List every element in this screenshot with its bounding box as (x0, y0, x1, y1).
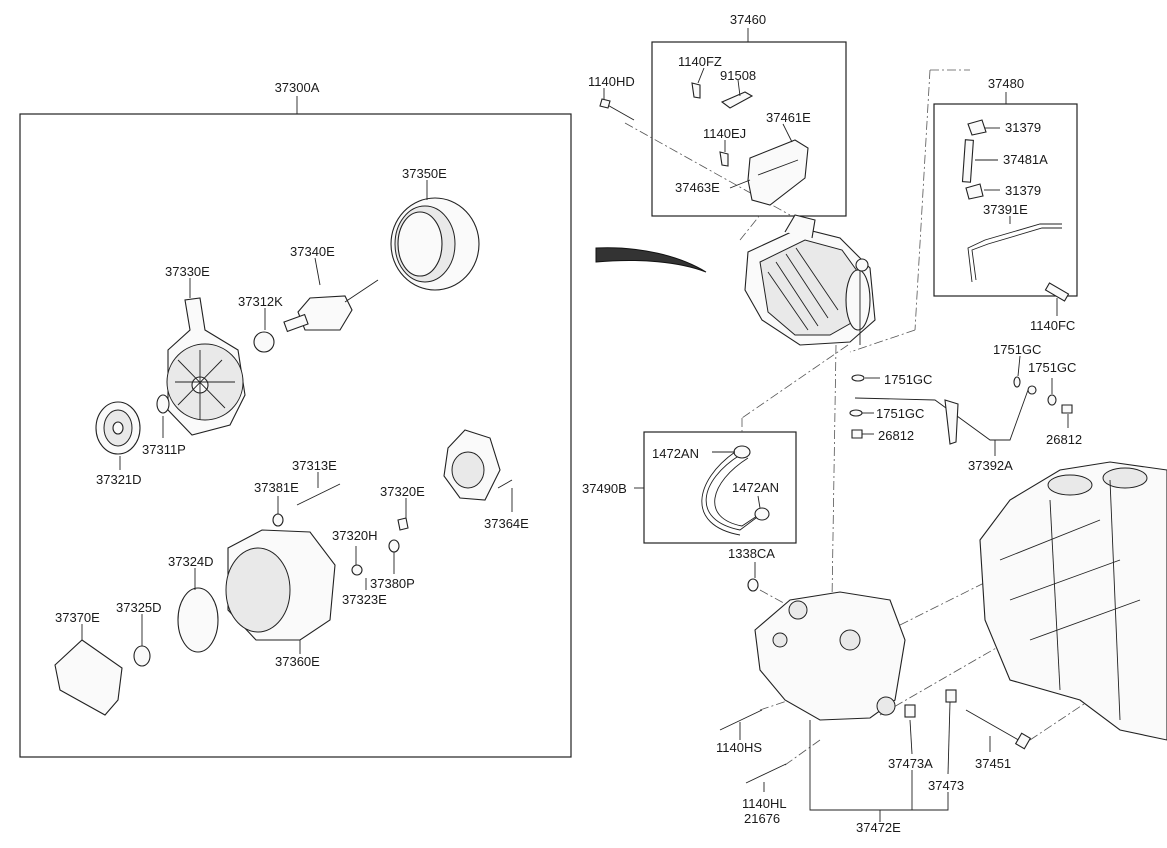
label-1472AN-b: 1472AN (732, 480, 779, 495)
label-37460: 37460 (730, 12, 766, 27)
label-37480: 37480 (988, 76, 1024, 91)
engine-block-image (979, 461, 1167, 741)
label-1472AN-a: 1472AN (652, 446, 699, 461)
oil-pipe-parts (849, 374, 1073, 445)
label-37472E: 37472E (856, 820, 901, 835)
label-37391E: 37391E (983, 202, 1028, 217)
alternator-assembly-box (19, 113, 572, 758)
label-1751GC-a: 1751GC (884, 372, 932, 387)
label-37381E: 37381E (254, 480, 299, 495)
label-37320H: 37320H (332, 528, 378, 543)
vacuum-pipe-parts (961, 119, 1070, 302)
label-37364E: 37364E (484, 516, 529, 531)
label-31379-b: 31379 (1005, 183, 1041, 198)
label-37330E: 37330E (165, 264, 210, 279)
label-37340E: 37340E (290, 244, 335, 259)
label-1140EJ: 1140EJ (703, 126, 746, 141)
label-37370E: 37370E (55, 610, 100, 625)
label-37392A: 37392A (968, 458, 1013, 473)
label-37481A: 37481A (1003, 152, 1048, 167)
label-37313E: 37313E (292, 458, 337, 473)
part-labels: 37300A 37460 1140HD 1140FZ 91508 37461E … (55, 12, 1082, 835)
label-37473: 37473 (928, 778, 964, 793)
label-1140HS: 1140HS (716, 740, 762, 755)
label-91508: 91508 (720, 68, 756, 83)
label-37360E: 37360E (275, 654, 320, 669)
label-37321D: 37321D (96, 472, 142, 487)
label-37312K: 37312K (238, 294, 283, 309)
label-37320E: 37320E (380, 484, 425, 499)
direction-arrow (595, 247, 707, 273)
label-37325D: 37325D (116, 600, 162, 615)
bracket-group-box (651, 41, 847, 217)
label-1338CA: 1338CA (728, 546, 775, 561)
label-37461E: 37461E (766, 110, 811, 125)
label-31379-a: 31379 (1005, 120, 1041, 135)
alternator-assembly-image (744, 214, 876, 346)
label-37380P: 37380P (370, 576, 415, 591)
label-26812-b: 26812 (1046, 432, 1082, 447)
label-37323E: 37323E (342, 592, 387, 607)
label-37311P: 37311P (142, 442, 186, 457)
label-37451: 37451 (975, 756, 1011, 771)
label-37463E: 37463E (675, 180, 720, 195)
label-1751GC-b: 1751GC (993, 342, 1041, 357)
label-37324D: 37324D (168, 554, 214, 569)
label-37490B: 37490B (582, 481, 627, 496)
label-1140HD: 1140HD (588, 74, 635, 89)
label-1140FZ: 1140FZ (678, 54, 722, 69)
mount-bracket-parts (719, 578, 1032, 784)
label-37300A: 37300A (275, 80, 320, 95)
label-1140FC: 1140FC (1030, 318, 1075, 333)
hose-parts (701, 445, 770, 536)
exploded-alternator-parts (54, 197, 513, 716)
label-37473A: 37473A (888, 756, 933, 771)
vacuum-pipe-group-box (933, 103, 1078, 297)
hose-group-box (643, 431, 797, 544)
label-1751GC-c: 1751GC (1028, 360, 1076, 375)
leader-lines (81, 67, 1069, 822)
bracket-parts (599, 82, 809, 206)
label-37350E: 37350E (402, 166, 447, 181)
label-1140HL: 1140HL (742, 796, 787, 811)
label-1751GC-d: 1751GC (876, 406, 924, 421)
label-21676: 21676 (744, 811, 780, 826)
label-26812-a: 26812 (878, 428, 914, 443)
